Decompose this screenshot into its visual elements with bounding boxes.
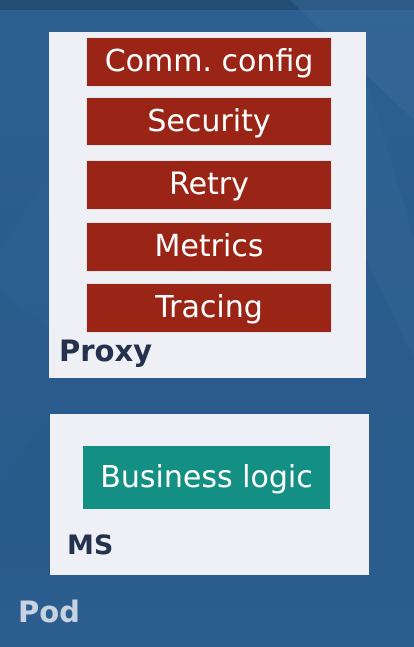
microservice-label: MS [67,530,114,561]
proxy-label: Proxy [59,334,153,368]
pod-label: Pod [18,595,80,629]
proxy-container: Comm. config Security Retry Metrics Trac… [49,32,366,378]
proxy-capability-retry: Retry [87,161,331,209]
microservice-container: Business logic MS [50,414,369,575]
proxy-capability-comm-config: Comm. config [87,38,331,86]
proxy-capability-tracing: Tracing [87,284,331,332]
proxy-capability-metrics: Metrics [87,223,331,271]
proxy-capability-security: Security [87,98,331,145]
business-logic-block: Business logic [83,446,330,509]
